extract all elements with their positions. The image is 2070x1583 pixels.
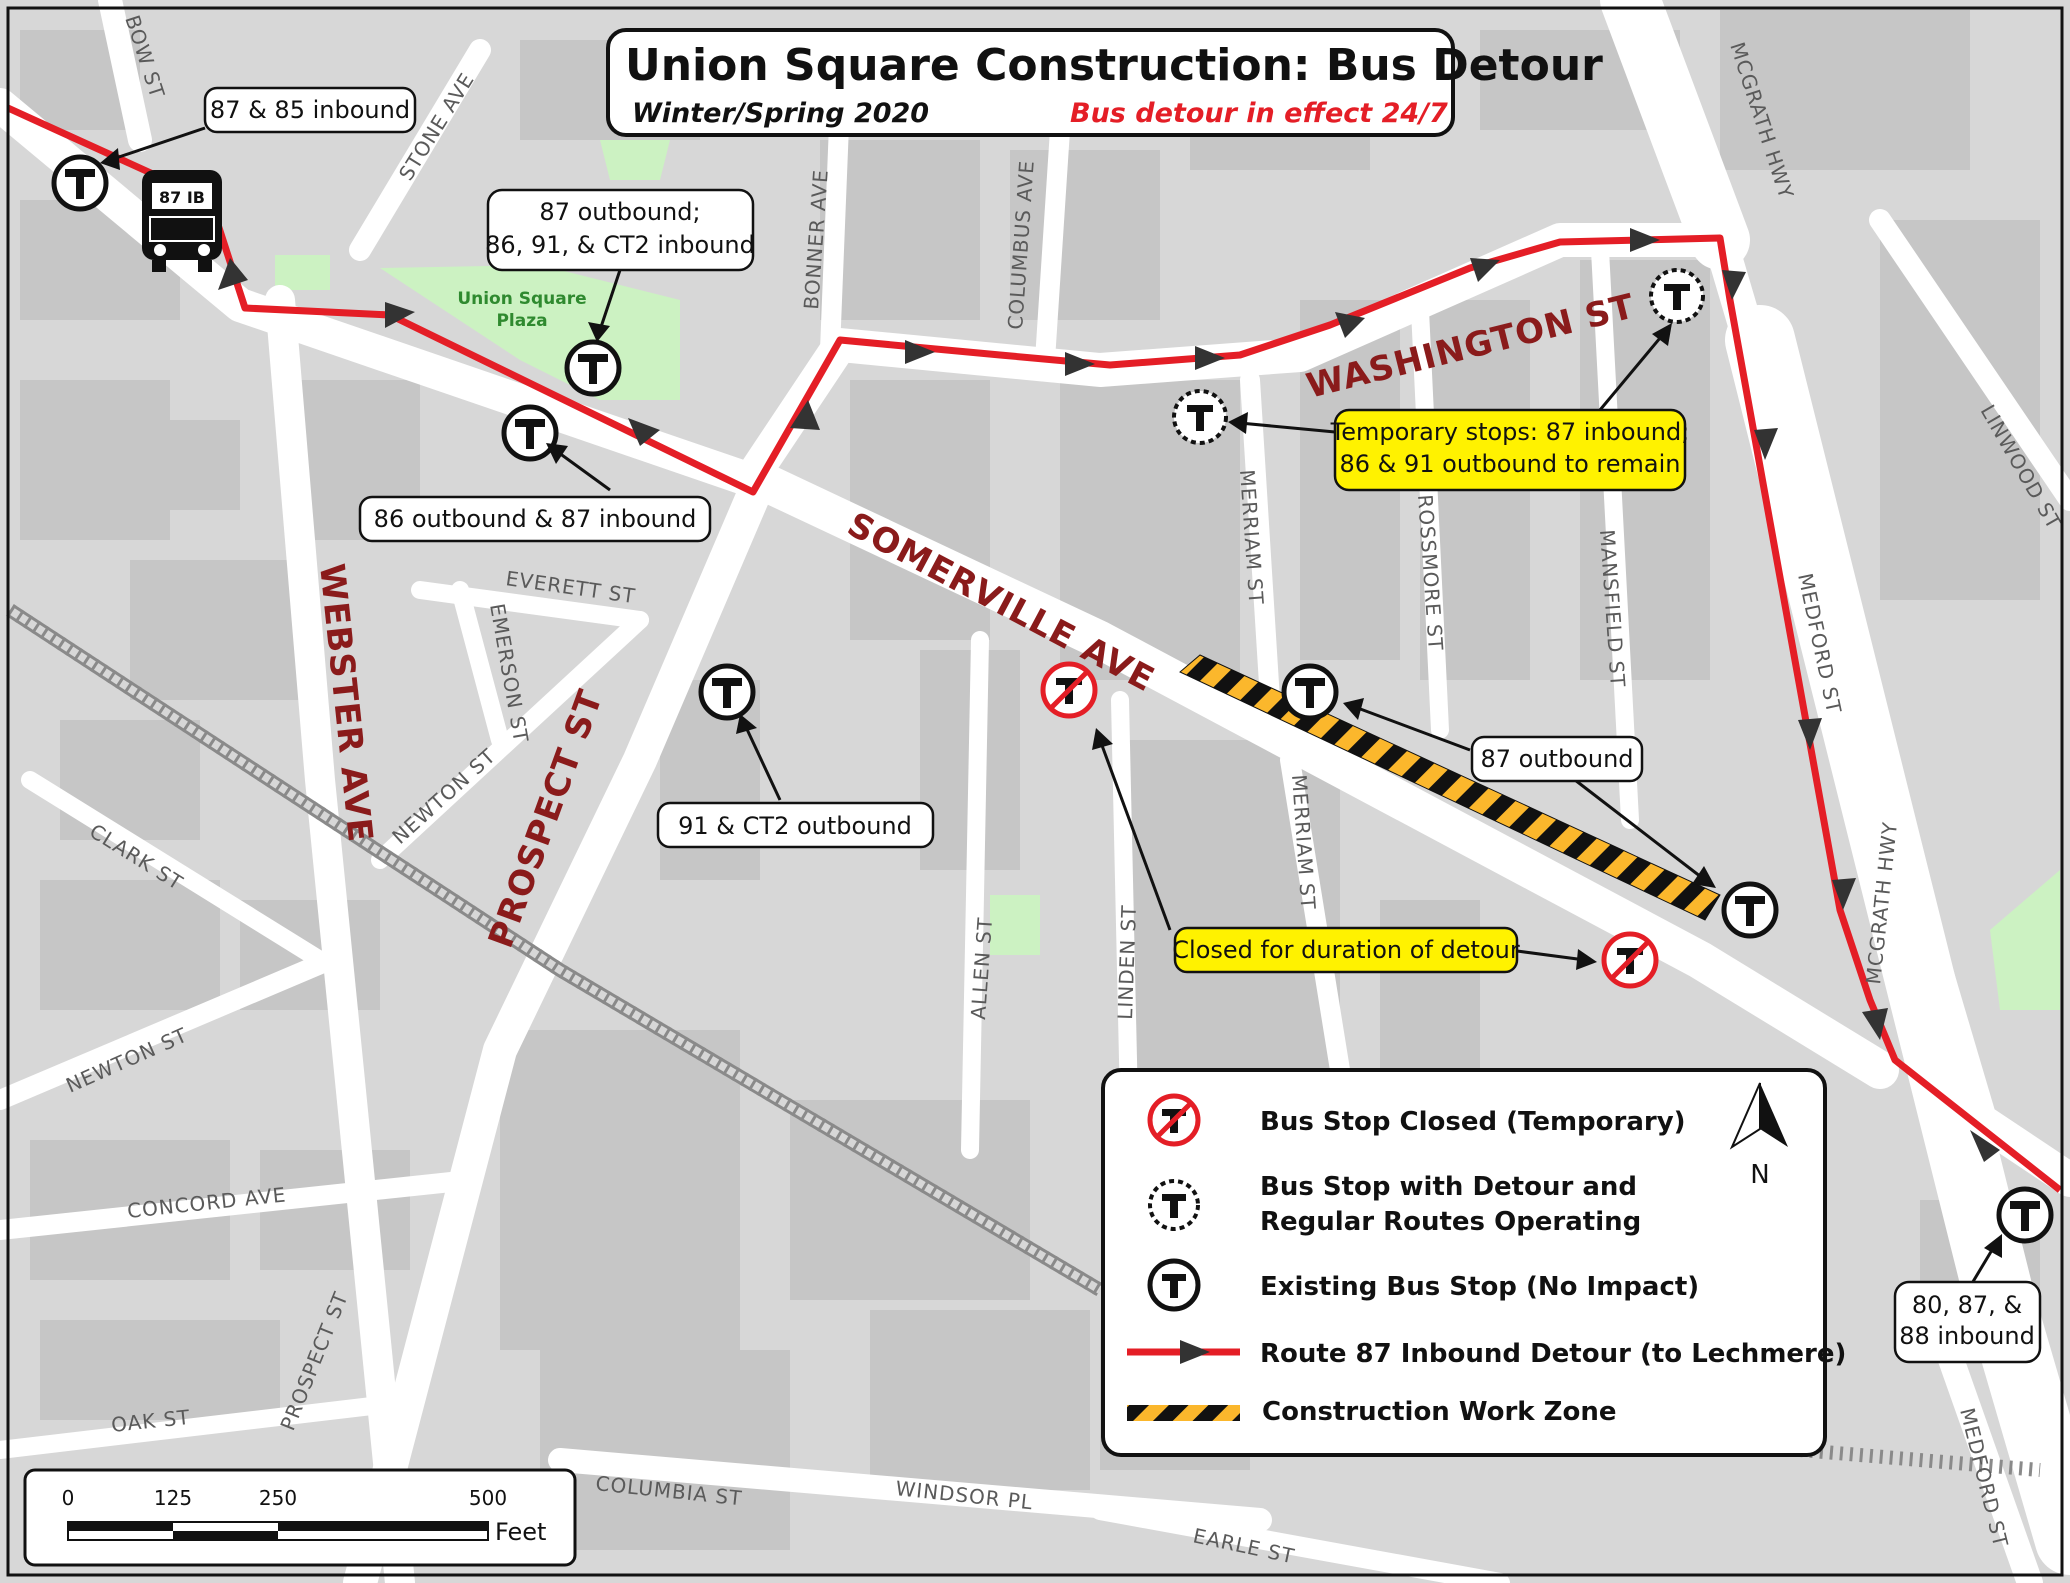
bus-label: 87 IB [159, 188, 205, 207]
callout-87-outbound-text: 87 outbound [1480, 745, 1633, 773]
existing-bus-stop-icon[interactable] [567, 342, 619, 394]
callout-temporary-stops: Temporary stops: 87 inbound; 86 & 91 out… [1330, 408, 1690, 492]
bus-87-ib-icon: 87 IB [142, 170, 222, 272]
railroad-tracks [6, 604, 2041, 1477]
bus-stops [54, 157, 2051, 1241]
callout-87-outbound-line1: 87 outbound; [539, 198, 700, 226]
north-label: N [1750, 1160, 1769, 1190]
callout-closed-for-detour: Closed for duration of detour [1172, 926, 1520, 974]
plaza-label-line1: Union Square [457, 289, 586, 309]
callout-91-ct2-outbound: 91 & CT2 outbound [656, 801, 935, 849]
legend-work-zone-swatch [1127, 1405, 1240, 1421]
legend-detour-line1: Bus Stop with Detour and [1260, 1172, 1637, 1202]
callout-temp-line2: 86 & 91 outbound to remain [1340, 450, 1681, 478]
map-season: Winter/Spring 2020 [632, 98, 929, 129]
route-87-inbound-detour [6, 104, 2063, 1193]
callout-86-outbound-87-inbound: 86 outbound & 87 inbound [358, 495, 712, 543]
callout-87-85-inbound: 87 & 85 inbound [203, 86, 417, 134]
scale-unit: Feet [495, 1518, 546, 1546]
existing-bus-stop-icon[interactable] [1724, 884, 1776, 936]
existing-bus-stop-icon[interactable] [504, 407, 556, 459]
legend-work-zone-label: Construction Work Zone [1262, 1397, 1617, 1427]
legend-detour-stop-icon [1148, 1179, 1200, 1231]
label-linden-st: LINDEN ST [1113, 904, 1141, 1020]
map-frame [6, 6, 2064, 1577]
callout-87-outbound: 87 outbound [1470, 735, 1644, 783]
detour-bus-stop-icon[interactable] [1649, 268, 1705, 324]
callout-80-line1: 80, 87, & [1912, 1291, 2022, 1319]
existing-bus-stop-icon[interactable] [701, 666, 753, 718]
plaza-label-line2: Plaza [496, 311, 547, 331]
closed-bus-stop-icon[interactable] [1040, 661, 1098, 719]
legend-closed-label: Bus Stop Closed (Temporary) [1260, 1107, 1686, 1137]
existing-bus-stop-icon[interactable] [1999, 1189, 2051, 1241]
closed-bus-stop-icon[interactable] [1601, 931, 1659, 989]
detour-status: Bus detour in effect 24/7 [1070, 98, 1448, 129]
callout-86-87-text: 86 outbound & 87 inbound [374, 505, 697, 533]
legend-closed-icon [1147, 1093, 1201, 1147]
callout-temp-line1: Temporary stops: 87 inbound; [1330, 418, 1690, 446]
callout-87-85-text: 87 & 85 inbound [210, 96, 410, 124]
legend: Bus Stop Closed (Temporary) Bus Stop wit… [1101, 1068, 1846, 1457]
legend-detour-line2: Regular Routes Operating [1260, 1207, 1641, 1237]
construction-work-zone [1179, 654, 1721, 921]
callout-80-87-88-inbound: 80, 87, & 88 inbound [1893, 1280, 2042, 1364]
legend-route-line-icon [1127, 1340, 1240, 1364]
callout-87-outbound-86-91-ct2: 87 outbound; 86, 91, & CT2 inbound [485, 188, 755, 272]
title-box: Union Square Construction: Bus Detour Wi… [606, 28, 1603, 137]
legend-route-label: Route 87 Inbound Detour (to Lechmere) [1260, 1339, 1846, 1369]
existing-bus-stop-icon[interactable] [1284, 666, 1336, 718]
scale-bar: 0 125 250 500 Feet [23, 1468, 577, 1567]
union-square-plaza-label: Union Square Plaza [457, 289, 586, 331]
detour-bus-stop-icon[interactable] [1172, 389, 1228, 445]
map-title: Union Square Construction: Bus Detour [625, 40, 1603, 91]
legend-existing-stop-icon [1147, 1258, 1201, 1312]
scale-tick-500: 500 [469, 1486, 507, 1510]
callout-closed-text: Closed for duration of detour [1172, 936, 1520, 964]
scale-tick-250: 250 [259, 1486, 297, 1510]
north-arrow-icon: N [1729, 1082, 1788, 1190]
existing-bus-stop-icon[interactable] [54, 157, 106, 209]
callout-91-ct2-text: 91 & CT2 outbound [678, 812, 912, 840]
scale-tick-125: 125 [154, 1486, 192, 1510]
callouts: 87 & 85 inbound 87 outbound; 86, 91, & C… [203, 86, 2042, 1364]
callout-87-outbound-line2: 86, 91, & CT2 inbound [485, 231, 755, 259]
callout-arrows [100, 126, 2002, 1296]
scale-tick-0: 0 [62, 1486, 75, 1510]
legend-existing-label: Existing Bus Stop (No Impact) [1260, 1272, 1699, 1302]
callout-80-line2: 88 inbound [1899, 1322, 2035, 1350]
